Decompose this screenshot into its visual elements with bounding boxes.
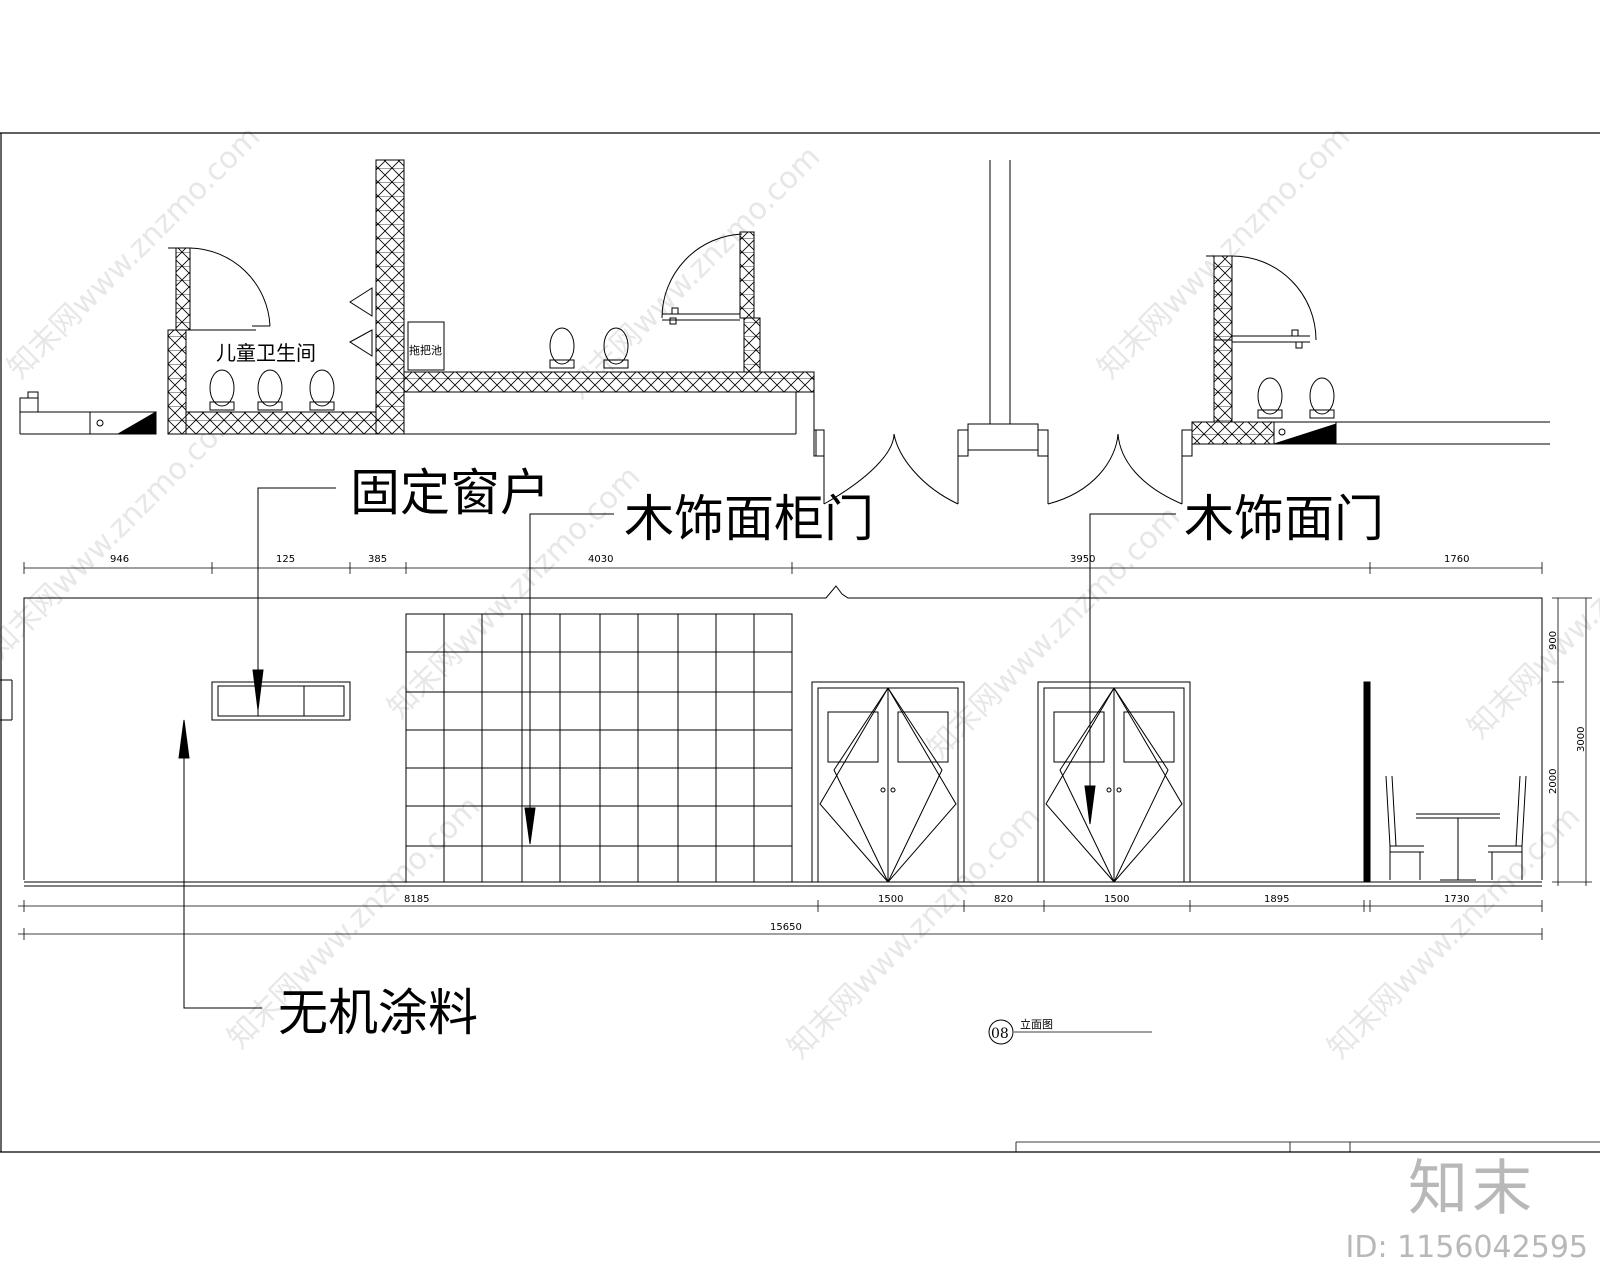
pillar [1363, 681, 1371, 883]
child-restroom-label: 儿童卫生间 [216, 341, 316, 365]
dim-bottom: 1500 [878, 894, 903, 905]
drawing-number: 08 [991, 1026, 1009, 1042]
drawing-frame [0, 132, 1600, 1153]
fixed-window-label: 固定窗户 [350, 464, 550, 522]
dim-top: 385 [368, 554, 387, 565]
brand-logo: 知末 [1408, 1154, 1536, 1224]
watermark: 知末网www.znzmo.com [561, 139, 827, 405]
top-dimension-line [23, 562, 1543, 574]
wood-door-2 [1037, 681, 1191, 883]
dim-total: 15650 [770, 922, 802, 933]
drawing-number-tag: 08 立面图 [988, 1017, 1152, 1045]
wood-door-label: 木饰面门 [1184, 490, 1384, 548]
dim-bottom: 1730 [1444, 894, 1469, 905]
dim-bottom: 1895 [1264, 894, 1289, 905]
dim-top: 125 [276, 554, 295, 565]
dim-top: 946 [110, 554, 129, 565]
leader-lines [178, 487, 1176, 1009]
watermark: 知末网www.znzmo.com [1321, 799, 1587, 1065]
dim-top: 3950 [1070, 554, 1095, 565]
wood-cabinet-door-label: 木饰面柜门 [624, 490, 874, 548]
mop-sink-label: 拖把池 [409, 343, 442, 357]
fixed-window [211, 681, 351, 721]
floor-plan [19, 159, 1550, 505]
table-and-chairs [1385, 775, 1527, 881]
dim-right: 900 [1548, 631, 1559, 650]
wood-door-1 [811, 681, 965, 883]
dim-right: 3000 [1576, 727, 1587, 752]
dim-right: 2000 [1548, 769, 1559, 794]
inorganic-paint-label: 无机涂料 [278, 984, 478, 1042]
dim-bottom: 820 [994, 894, 1013, 905]
dim-top: 1760 [1444, 554, 1469, 565]
drawing-title: 立面图 [1020, 1017, 1053, 1031]
dim-bottom: 8185 [404, 894, 429, 905]
dim-bottom: 1500 [1104, 894, 1129, 905]
watermark: 知末网www.znzmo.com [0, 399, 247, 665]
elevation [0, 585, 1543, 887]
cabinet-grid [405, 613, 793, 883]
watermark: 知末网www.znzmo.com [1461, 479, 1600, 745]
right-dimension-line [1552, 597, 1592, 886]
dim-top: 4030 [588, 554, 613, 565]
image-id: ID: 1156042595 [1345, 1230, 1588, 1265]
bottom-dimension-line [18, 900, 1543, 940]
